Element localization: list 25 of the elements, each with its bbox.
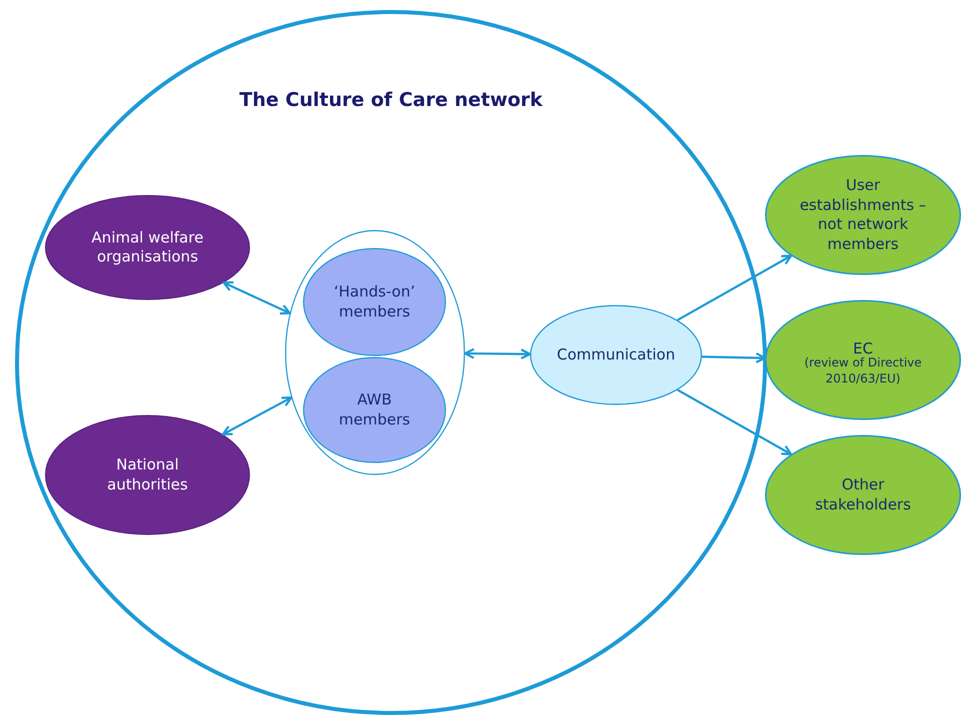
member-ellipse [303,357,446,463]
node-label: Animal welfare organisations [90,228,204,267]
node-label: User establishments – not network members [798,176,928,254]
member-group-circle [285,230,465,475]
stakeholder-ellipse [765,300,961,420]
arrow [222,396,292,436]
node-label: Communication [556,345,676,365]
member-ellipse [303,248,446,356]
stakeholder-ellipse [765,155,961,275]
node-label: National authorities [106,456,189,494]
organisation-ellipse [45,195,250,300]
stakeholder-ellipse [765,435,961,555]
arrow [464,348,532,360]
network-circle [15,10,767,715]
node-label: ‘Hands-on’ members [332,282,416,322]
arrow [222,281,291,315]
arrow [677,388,792,456]
node-label: EC [852,339,873,358]
node-note: (review of Directive 2010/63/EU) [803,355,923,387]
organisation-ellipse [45,415,250,535]
communication-ellipse [530,305,702,405]
node-label: Other stakeholders [814,476,912,514]
arrow [677,254,792,322]
network-title: The Culture of Care network [239,88,543,113]
node-label: AWB members [338,390,412,430]
